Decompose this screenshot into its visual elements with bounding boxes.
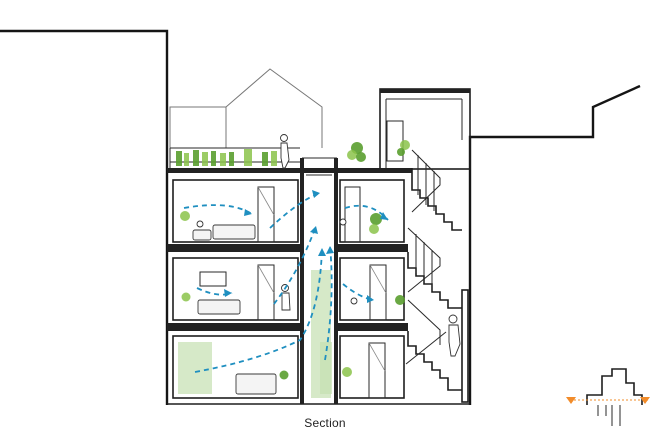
left-rooms-outline bbox=[172, 179, 299, 399]
staircase bbox=[405, 149, 469, 403]
ground-line-right bbox=[468, 84, 641, 405]
rooftop-plants bbox=[347, 140, 410, 162]
room-doors bbox=[257, 186, 387, 399]
key-plan-thumbnail bbox=[566, 368, 650, 426]
airflow-arrows bbox=[183, 190, 389, 373]
terrace-planters bbox=[176, 149, 277, 166]
rooftop-stair-housing bbox=[379, 88, 471, 170]
neighbour-roof bbox=[169, 68, 323, 148]
person-on-terrace bbox=[280, 134, 290, 169]
occupants bbox=[196, 218, 461, 357]
figure-caption: Section bbox=[304, 416, 346, 430]
room-plants bbox=[178, 211, 405, 394]
roof-terrace bbox=[167, 147, 412, 173]
ground-line-left bbox=[0, 29, 169, 405]
floor-slabs bbox=[167, 168, 412, 331]
living-room-sofas bbox=[192, 224, 277, 395]
right-rooms-outline bbox=[339, 179, 405, 399]
